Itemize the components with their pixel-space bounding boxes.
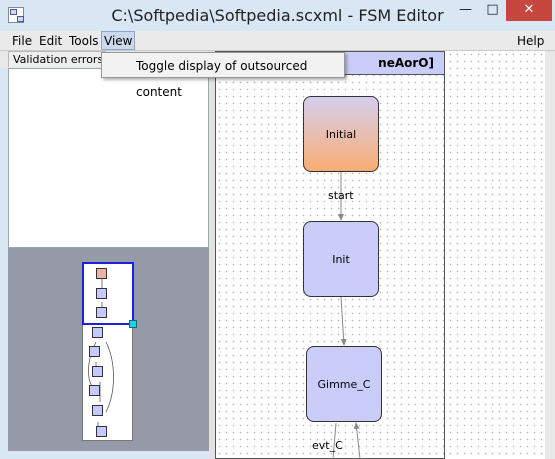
menu-item-toggle-outsourced[interactable]: Toggle display of outsourced content — [136, 59, 308, 99]
validation-errors-panel — [8, 68, 209, 248]
maximize-button[interactable]: □ — [486, 2, 499, 17]
state-label: Initial — [325, 127, 357, 141]
panel-splitter[interactable] — [209, 51, 215, 459]
app-icon-node — [17, 16, 24, 22]
compound-state-title: neAorO] — [378, 56, 434, 70]
minimap-viewport[interactable] — [82, 262, 134, 325]
menu-view[interactable]: View — [101, 31, 136, 50]
state-initial[interactable]: Initial — [303, 96, 379, 172]
minimap-node — [96, 307, 107, 318]
window-title: C:\Softpedia\Softpedia.scxml - FSM Edito… — [111, 6, 444, 25]
title-bar — [0, 0, 555, 31]
menu-tools[interactable]: Tools — [69, 34, 99, 48]
minimap-node — [92, 327, 103, 338]
minimize-button[interactable]: — — [459, 2, 472, 17]
canvas-right-margin — [545, 51, 555, 459]
state-label: Init — [332, 252, 350, 266]
state-init[interactable]: Init — [303, 221, 379, 297]
tab-validation-errors[interactable]: Validation errors — [8, 51, 106, 67]
menu-bar: File Edit Tools View Help — [0, 31, 555, 51]
minimap-node — [89, 385, 100, 396]
menu-file[interactable]: File — [12, 34, 33, 48]
state-gimme-c[interactable]: Gimme_C — [306, 346, 382, 422]
minimap-node — [92, 405, 103, 416]
menu-help[interactable]: Help — [517, 34, 545, 48]
minimap-node — [92, 366, 103, 377]
state-label: Gimme_C — [317, 377, 371, 391]
edge-label-start[interactable]: start — [328, 189, 354, 202]
minimap-node — [96, 268, 107, 279]
view-menu-dropdown: Toggle display of outsourced content — [101, 52, 345, 99]
app-icon[interactable] — [8, 7, 24, 23]
close-button[interactable]: ✕ — [506, 0, 552, 21]
minimap-resize-handle[interactable] — [129, 320, 137, 328]
minimap-node — [89, 346, 100, 357]
minimap-node — [96, 288, 107, 299]
minimap-node — [96, 426, 107, 437]
menu-edit[interactable]: Edit — [39, 34, 63, 48]
app-icon-node — [10, 9, 17, 15]
edge-label-evt[interactable]: evt_C — [312, 439, 343, 452]
